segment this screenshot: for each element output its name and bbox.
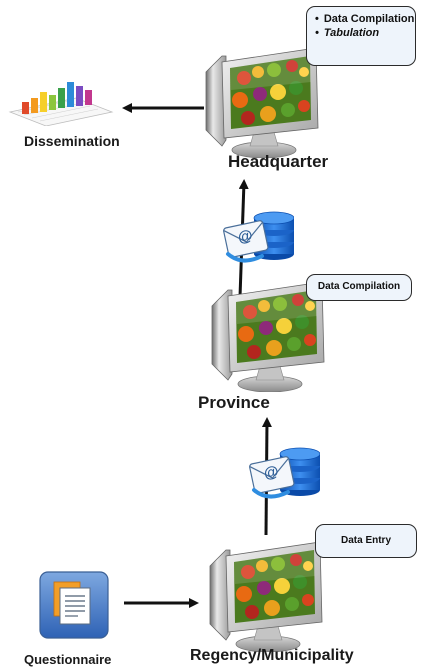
province-label: Province [198,393,270,412]
headquarter-tasks-callout: Data Compilation Tabulation [306,6,416,66]
headquarter-task-compilation: Data Compilation [315,12,415,26]
bar-chart-report-icon [8,82,114,127]
headquarter-label: Headquarter [228,152,329,171]
headquarter-task-tabulation: Tabulation [315,26,415,40]
transfer-icon-upper [221,210,296,266]
regency-computer-icon [209,541,323,653]
node-dissemination [4,78,116,127]
questionnaire-document-icon [39,571,109,639]
headquarter-task-list: Data Compilation Tabulation [315,12,415,40]
questionnaire-label: Questionnaire [24,652,112,667]
node-regency [204,536,328,653]
regency-task-callout: Data Entry [315,524,417,558]
transfer-icon-lower [247,446,322,502]
node-questionnaire [38,570,112,640]
province-task-text: Data Compilation [317,281,401,292]
regency-task-text: Data Entry [340,535,391,546]
email-database-transfer-icon [247,446,322,499]
email-database-transfer-icon [221,210,296,263]
regency-label: Regency/Municipality [190,647,354,664]
province-task-callout: Data Compilation [306,274,412,301]
dissemination-label: Dissemination [24,133,120,149]
